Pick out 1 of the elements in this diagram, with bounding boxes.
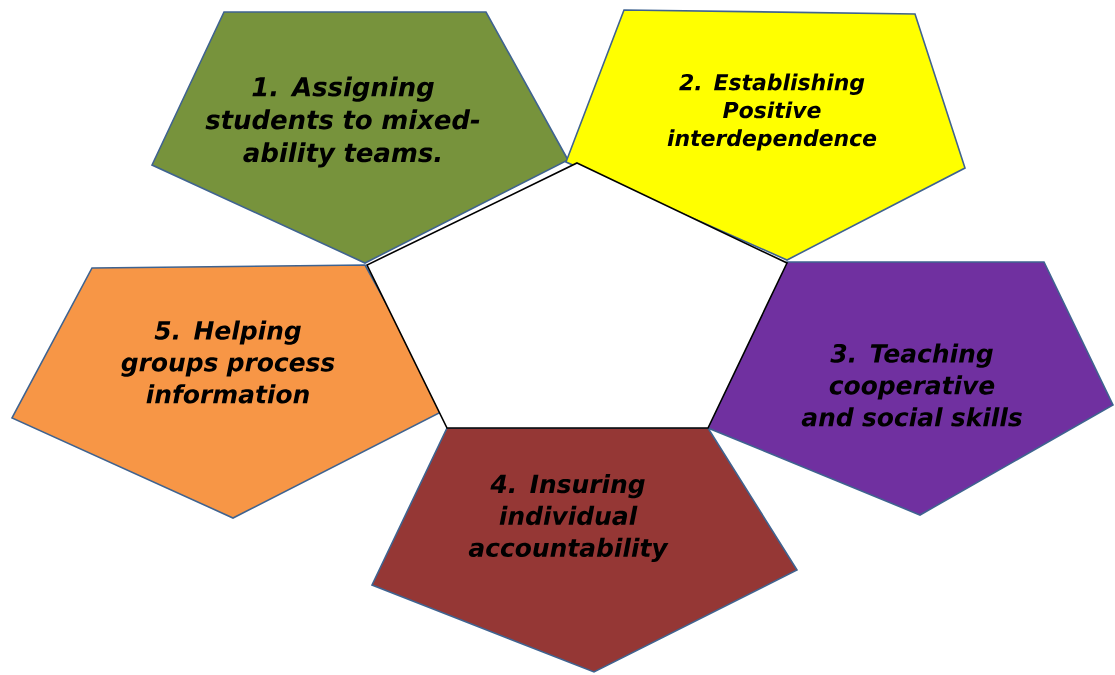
- pentagon-box: 2. Establishing Positive interdependence: [565, 9, 966, 261]
